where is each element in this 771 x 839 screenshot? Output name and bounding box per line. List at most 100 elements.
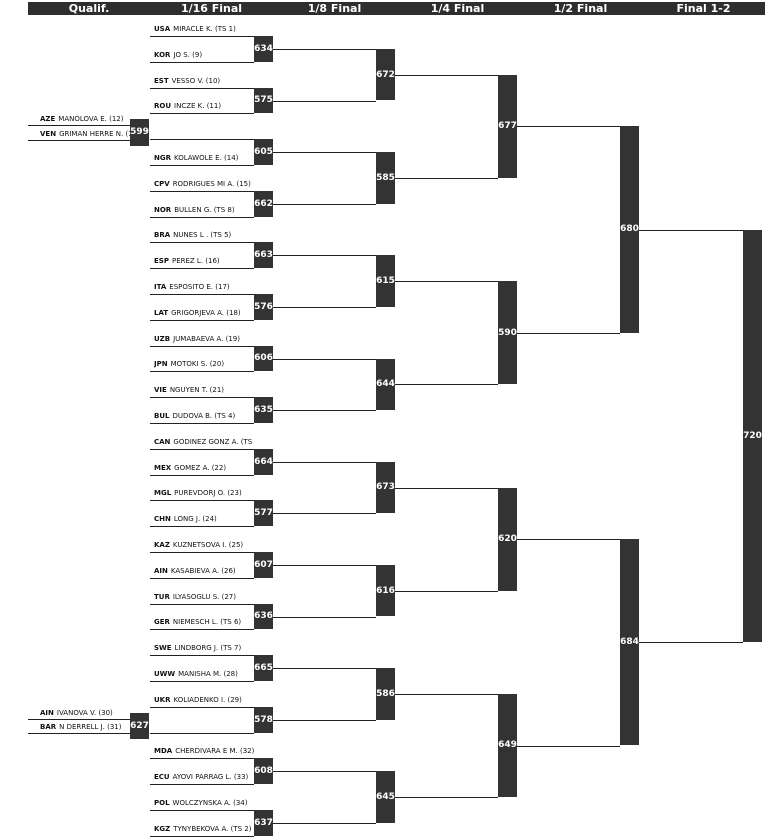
header-quarterfinal: 1/4 Final — [430, 2, 485, 15]
athlete-name: GRIGORJEVA A. (18) — [171, 308, 241, 317]
match-score[interactable]: 605 — [254, 139, 273, 165]
match-score[interactable]: 627 — [130, 712, 149, 740]
bracket-line — [273, 616, 376, 618]
match-score[interactable]: 680 — [620, 126, 639, 333]
bracket-line — [273, 461, 376, 463]
match-score[interactable]: 635 — [254, 397, 273, 423]
match-score[interactable]: 663 — [254, 242, 273, 269]
bracket-line — [273, 410, 376, 412]
bracket-line — [150, 706, 254, 708]
match-score[interactable]: 607 — [254, 552, 273, 578]
bracket-line — [28, 139, 130, 141]
match-score[interactable]: 637 — [254, 810, 273, 836]
match-score[interactable]: 575 — [254, 87, 273, 114]
bracket-line — [273, 771, 376, 773]
match-score[interactable]: 585 — [376, 152, 395, 204]
country-code: KOR — [154, 50, 171, 59]
match-score[interactable]: 649 — [498, 693, 517, 798]
bracket-line — [28, 125, 130, 127]
athlete-name: ESPOSITO E. (17) — [169, 283, 230, 291]
match-score[interactable]: 620 — [498, 487, 517, 591]
match-score[interactable]: 576 — [254, 294, 273, 320]
bracket-header: Qualif. 1/16 Final 1/8 Final 1/4 Final 1… — [28, 2, 765, 15]
match-score[interactable]: 645 — [376, 771, 395, 823]
match-score[interactable]: 672 — [376, 48, 395, 101]
bracket-line — [273, 152, 376, 154]
country-code: ECU — [154, 773, 170, 782]
match-score[interactable]: 664 — [254, 448, 273, 475]
bracket-line — [150, 113, 254, 115]
match-score[interactable]: 599 — [130, 119, 149, 146]
country-code: MDA — [154, 747, 173, 756]
bracket-line — [150, 448, 254, 450]
header-round-of-32: 1/16 Final — [180, 2, 243, 15]
athlete-name: INCZE K. (11) — [174, 102, 222, 111]
match-score[interactable]: 684 — [620, 539, 639, 746]
match-score[interactable]: 673 — [376, 461, 395, 514]
match-score[interactable]: 590 — [498, 281, 517, 385]
bracket-line — [273, 48, 376, 50]
match-score[interactable]: 616 — [376, 564, 395, 617]
match-score[interactable]: 677 — [498, 74, 517, 178]
country-code: TUR — [154, 592, 170, 601]
match-score[interactable]: 665 — [254, 655, 273, 681]
country-code: NGR — [154, 154, 171, 162]
bracket-line — [395, 74, 498, 76]
athlete-name: MIRACLE K. (TS 1) — [173, 25, 236, 33]
match-score[interactable]: 578 — [254, 706, 273, 733]
match-score[interactable]: 644 — [376, 358, 395, 411]
match-score[interactable]: 636 — [254, 603, 273, 630]
bracket-line — [273, 564, 376, 566]
bracket-line — [273, 513, 376, 515]
match-score[interactable]: 586 — [376, 668, 395, 720]
match-score[interactable]: 634 — [254, 36, 273, 62]
match-score[interactable]: 608 — [254, 758, 273, 785]
match-score[interactable]: 606 — [254, 345, 273, 372]
match-score[interactable]: 577 — [254, 500, 273, 527]
bracket-line — [395, 384, 498, 386]
match-score[interactable]: 662 — [254, 190, 273, 217]
bracket-line — [150, 345, 254, 347]
bracket-line — [273, 668, 376, 670]
match-score[interactable]: 615 — [376, 255, 395, 307]
bracket-line — [517, 126, 620, 128]
match-score[interactable]: 720 — [743, 229, 762, 643]
athlete-name: CHERDIVARA E M. (32) — [175, 747, 254, 756]
bracket-line — [150, 397, 254, 399]
bracket-line — [150, 526, 254, 528]
